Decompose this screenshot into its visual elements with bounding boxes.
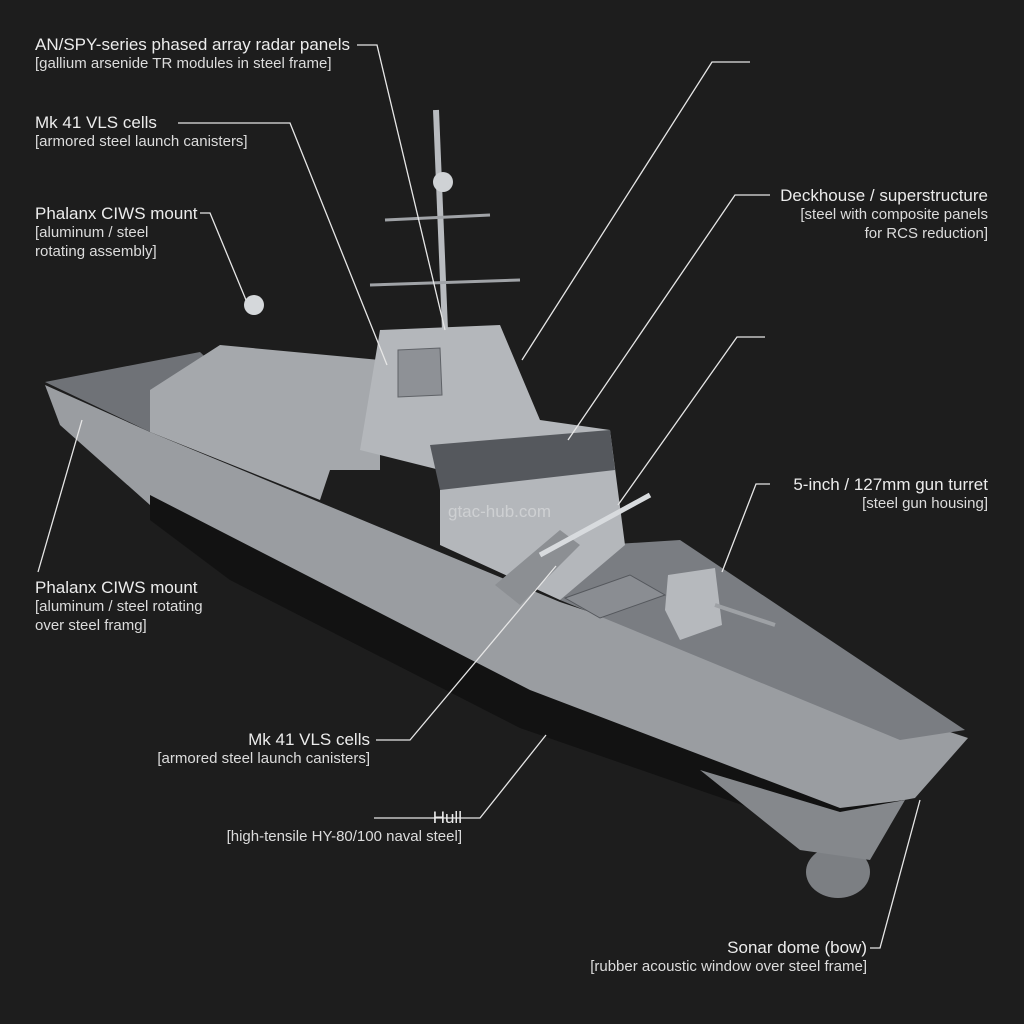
leader-gun — [721, 483, 770, 573]
label-ciws-bottom: Phalanx CIWS mount [aluminum / steel rot… — [35, 578, 203, 635]
mast-yard-upper — [384, 213, 491, 222]
leader-deckhouse — [567, 194, 770, 441]
mast-yard — [369, 278, 521, 287]
label-sub: rotating assembly] — [35, 243, 157, 260]
lower-hull — [700, 770, 905, 860]
leader-vls-top — [178, 122, 388, 366]
leader-lines — [37, 44, 921, 949]
ciws-radome — [244, 295, 264, 315]
label-sub: for RCS reduction] — [864, 225, 988, 242]
leader-unlabeled-1 — [521, 61, 750, 361]
label-sonar: Sonar dome (bow) [rubber acoustic window… — [590, 938, 867, 976]
gun-turret — [665, 568, 722, 640]
label-title: Phalanx CIWS mount — [35, 578, 198, 597]
hangar — [150, 345, 380, 500]
label-title: Sonar dome (bow) — [727, 938, 867, 957]
leader-ciws-top — [200, 212, 247, 301]
label-title: Mk 41 VLS cells — [248, 730, 370, 749]
label-title: Mk 41 VLS cells — [35, 113, 157, 132]
leader-sonar — [870, 799, 921, 949]
label-ciws-top: Phalanx CIWS mount [aluminum / steel rot… — [35, 204, 198, 261]
label-gun: 5-inch / 127mm gun turret [steel gun hou… — [793, 475, 988, 513]
label-deckhouse: Deckhouse / superstructure [steel with c… — [780, 186, 988, 243]
hull-side — [45, 385, 968, 812]
label-vls-top: Mk 41 VLS cells [armored steel launch ca… — [35, 113, 248, 151]
label-sub: [steel with composite panels — [800, 206, 988, 223]
label-sub: [rubber acoustic window over steel frame… — [590, 958, 867, 975]
label-sub: [gallium arsenide TR modules in steel fr… — [35, 55, 332, 72]
gun-barrel — [714, 603, 776, 627]
radar-panel — [397, 347, 443, 398]
label-title: Phalanx CIWS mount — [35, 204, 198, 223]
bridge — [430, 430, 615, 490]
leader-vls-bottom — [376, 565, 557, 741]
label-title: 5-inch / 127mm gun turret — [793, 475, 988, 494]
label-sub: over steel framg] — [35, 617, 147, 634]
mast — [433, 109, 448, 331]
label-title: Hull — [432, 808, 462, 827]
label-title: Deckhouse / superstructure — [780, 186, 988, 205]
foredeck — [560, 540, 965, 740]
bulbous-bow — [806, 846, 870, 898]
label-sub: [high-tensile HY-80/100 naval steel] — [226, 828, 462, 845]
leader-ciws-bottom — [37, 419, 83, 573]
label-hull: Hull [high-tensile HY-80/100 naval steel… — [227, 808, 462, 846]
label-sub: [steel gun housing] — [862, 495, 988, 512]
radome — [433, 172, 453, 192]
leader-hull — [374, 734, 547, 819]
label-title: AN/SPY-series phased array radar panels — [35, 35, 350, 54]
label-sub: [armored steel launch canisters] — [35, 133, 248, 150]
label-sub: [armored steel launch canisters] — [157, 750, 370, 767]
missile-launcher — [495, 530, 580, 605]
missile — [538, 492, 652, 558]
label-radar: AN/SPY-series phased array radar panels … — [35, 35, 350, 73]
watermark: gtac-hub.com — [448, 502, 551, 521]
label-sub: [aluminum / steel rotating — [35, 598, 203, 615]
vls-hatches — [563, 574, 667, 619]
leader-radar — [357, 44, 446, 331]
leader-unlabeled-2 — [617, 336, 765, 506]
label-sub: [aluminum / steel — [35, 224, 149, 241]
label-vls-bottom: Mk 41 VLS cells [armored steel launch ca… — [157, 730, 370, 768]
